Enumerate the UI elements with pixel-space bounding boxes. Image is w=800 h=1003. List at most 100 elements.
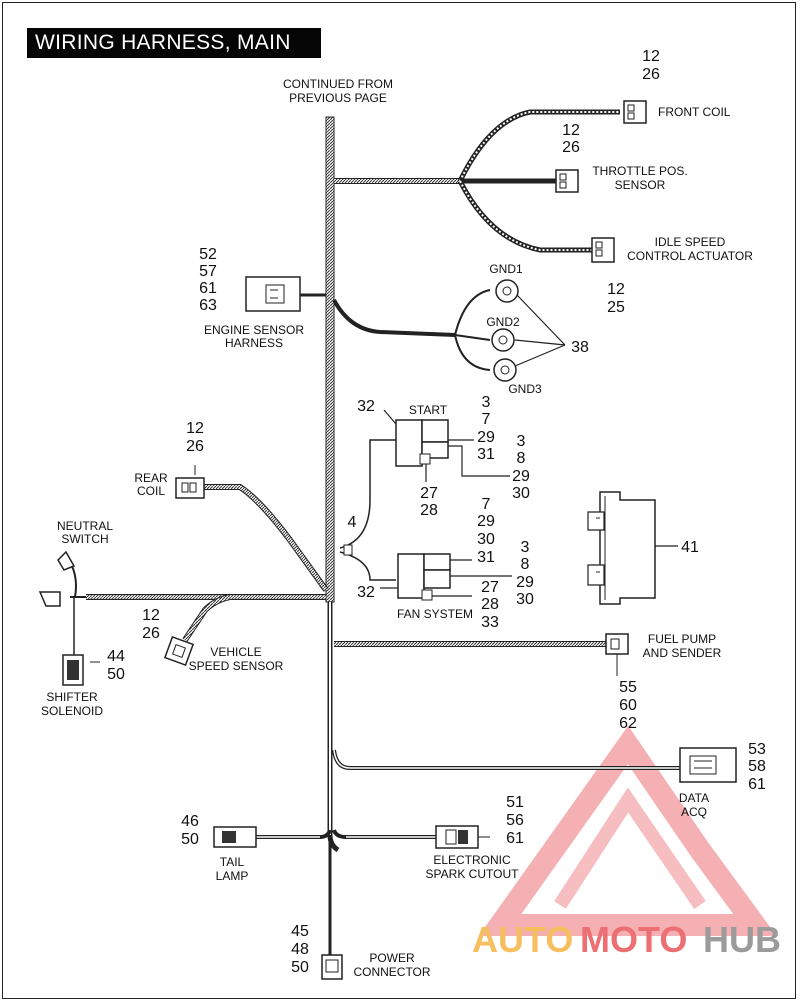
start-ref-c2: 28 [420,502,438,519]
engine-sensor-ref-4: 63 [199,297,217,314]
data-acq-ref-1: 53 [748,741,766,758]
fan-ref-a2: 29 [477,513,495,530]
module-41 [587,491,656,605]
ground-ref: 38 [571,339,589,356]
data-acq-ref-2: 58 [748,758,766,775]
power-ref-1: 45 [291,923,309,940]
rear-coil-connector [175,477,205,499]
engine-sensor-connector [245,276,301,312]
tail-lamp-label-1: TAIL [220,855,245,869]
spark-ref-2: 56 [506,812,524,829]
fuel-pump-ref-1: 55 [619,679,637,696]
tail-lamp-ref-2: 50 [181,831,199,848]
idle-ref-2: 25 [607,299,625,316]
vss-ref-1: 12 [142,607,160,624]
fan-ref-c2: 28 [481,596,499,613]
spark-ref-1: 51 [506,794,524,811]
fan-ref-b2: 8 [521,556,530,573]
start-relay [395,419,449,467]
engine-sensor-ref-1: 52 [199,246,217,263]
start-ref-a4: 31 [477,446,495,463]
logo-hub: HUB [703,919,781,960]
tail-lamp-connector [213,826,257,848]
tail-lamp-label-2: LAMP [216,869,249,883]
start-ref-a2: 7 [482,411,491,428]
continued-line2: PREVIOUS PAGE [289,91,387,105]
continued-line1: CONTINUED FROM [283,77,393,91]
data-acq-label-1: DATA [679,791,709,805]
idle-speed-connector [591,237,615,263]
engine-sensor-ref-3: 61 [199,280,217,297]
start-ref-c1: 27 [420,485,438,502]
start-ref-a3: 29 [477,429,495,446]
shifter-label-1: SHIFTER [46,690,98,704]
logo-auto: AUTO [472,919,573,960]
gnd1-label: GND1 [489,262,523,276]
rear-coil-ref-2: 26 [186,438,204,455]
data-acq-label-2: ACQ [681,805,707,819]
start-ref-b1: 3 [517,433,526,450]
throttle-label-2: SENSOR [615,178,666,192]
splice-ref: 4 [348,514,357,531]
gnd3-label: GND3 [508,382,542,396]
neutral-label-1: NEUTRAL [57,519,113,533]
data-acq-ref-3: 61 [748,776,766,793]
logo-moto: MOTO [580,919,687,960]
vss-label-1: VEHICLE [210,645,261,659]
shifter-solenoid [62,654,84,686]
fan-relay [397,553,451,601]
start-ref-a1: 3 [482,394,491,411]
neutral-label-2: SWITCH [61,532,108,546]
front-coil-ref-1: 12 [642,48,660,65]
engine-sensor-label-2: HARNESS [225,336,283,350]
spark-ref-3: 61 [506,830,524,847]
power-label-2: CONNECTOR [353,965,430,979]
ground-eyelets [491,279,519,382]
fuel-pump-connector [605,633,629,655]
throttle-sensor-connector [555,169,579,193]
fan-label: FAN SYSTEM [397,607,473,621]
fan-ref-a1: 7 [482,496,491,513]
idle-ref-1: 12 [607,281,625,298]
fan-ref-c3: 33 [481,614,499,631]
automotohub-logo: AUTO MOTO HUB [472,725,781,960]
gnd2-label: GND2 [486,315,520,329]
fuel-pump-label-1: FUEL PUMP [648,632,716,646]
fan-ref-left: 32 [357,584,375,601]
rear-coil-ref-1: 12 [186,420,204,437]
throttle-ref-1: 12 [562,122,580,139]
fuel-pump-ref-3: 62 [619,715,637,732]
shifter-ref-1: 44 [107,648,125,665]
start-ref-b3: 29 [512,468,530,485]
front-coil-connector [623,100,647,124]
trunk-lower [327,602,340,853]
start-ref-b4: 30 [512,485,530,502]
rear-coil-label-1: REAR [134,471,168,485]
spark-label-2: SPARK CUTOUT [426,867,520,881]
fan-ref-a3: 30 [477,531,495,548]
throttle-label-1: THROTTLE POS. [592,164,687,178]
vss-label-2: SPEED SENSOR [189,659,284,673]
front-coil-label: FRONT COIL [658,105,731,119]
main-trunk [325,116,335,603]
start-ref-left: 32 [357,398,375,415]
power-ref-2: 48 [291,941,309,958]
neutral-switch [38,550,76,607]
diagram-title: WIRING HARNESS, MAIN [27,28,321,58]
module-ref: 41 [681,539,699,556]
idle-label-1: IDLE SPEED [655,235,726,249]
shifter-label-2: SOLENOID [41,704,103,718]
vss-connector [163,635,195,667]
shifter-ref-2: 50 [107,666,125,683]
spark-cutout-connector [435,825,479,849]
data-acq-connector [679,747,737,783]
power-ref-3: 50 [291,959,309,976]
power-label-1: POWER [369,951,415,965]
idle-label-2: CONTROL ACTUATOR [627,249,753,263]
vss-ref-2: 26 [142,625,160,642]
engine-sensor-label-1: ENGINE SENSOR [204,323,304,337]
front-coil-ref-2: 26 [642,66,660,83]
spark-label-1: ELECTRONIC [433,853,511,867]
